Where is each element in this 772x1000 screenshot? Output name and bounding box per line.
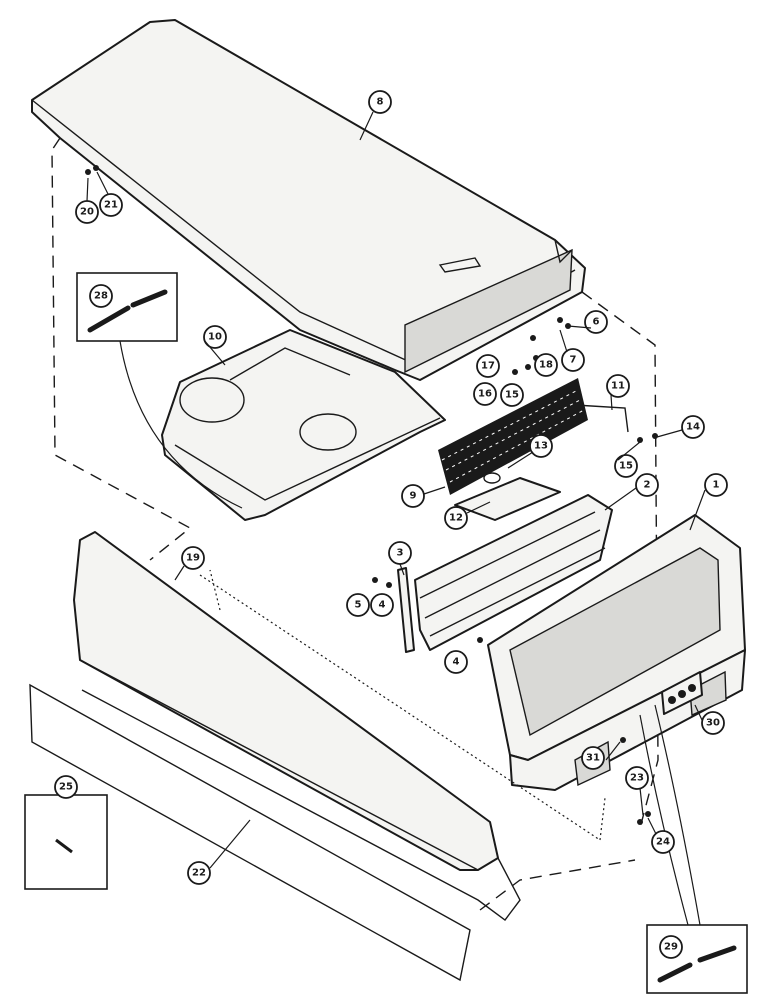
callout-15a: 15 — [500, 383, 524, 407]
callout-28: 28 — [89, 284, 113, 308]
svg-text:15: 15 — [505, 390, 519, 401]
plate-11 — [574, 404, 629, 433]
svg-text:30: 30 — [706, 718, 720, 729]
decal-inset-28 — [76, 272, 243, 509]
svg-text:18: 18 — [539, 360, 553, 371]
svg-text:9: 9 — [410, 491, 417, 502]
inset-25 — [24, 794, 108, 890]
callout-3: 3 — [388, 541, 412, 565]
callout-10: 10 — [203, 325, 227, 349]
callout-30: 30 — [701, 711, 725, 735]
svg-text:17: 17 — [481, 361, 495, 372]
phantom-outline-bottom — [479, 859, 636, 911]
svg-text:11: 11 — [611, 381, 625, 392]
svg-text:23: 23 — [630, 773, 644, 784]
svg-text:7: 7 — [570, 355, 577, 366]
svg-text:20: 20 — [80, 207, 94, 218]
svg-text:6: 6 — [593, 317, 600, 328]
grille-screen — [438, 378, 588, 495]
svg-text:8: 8 — [377, 97, 384, 108]
callout-6: 6 — [584, 310, 608, 334]
svg-text:29: 29 — [664, 942, 678, 953]
callout-20: 20 — [75, 200, 99, 224]
svg-text:2: 2 — [644, 480, 651, 491]
svg-text:12: 12 — [449, 513, 463, 524]
svg-text:13: 13 — [534, 441, 548, 452]
bracket-12 — [454, 472, 561, 521]
callout-18: 18 — [534, 353, 558, 377]
callout-14: 14 — [681, 415, 705, 439]
callout-25: 25 — [54, 775, 78, 799]
svg-text:4: 4 — [453, 657, 460, 668]
hood-top-panel — [31, 19, 586, 381]
lower-panel-strip — [29, 683, 471, 982]
svg-text:21: 21 — [104, 200, 118, 211]
callout-19: 19 — [181, 546, 205, 570]
callout-23: 23 — [625, 766, 649, 790]
callout-1: 1 — [704, 473, 728, 497]
callout-2: 2 — [635, 473, 659, 497]
callout-7: 7 — [561, 348, 585, 372]
callout-29: 29 — [659, 935, 683, 959]
callout-4b: 4 — [444, 650, 468, 674]
callout-22: 22 — [187, 861, 211, 885]
svg-text:25: 25 — [59, 782, 73, 793]
svg-text:5: 5 — [355, 600, 362, 611]
svg-text:31: 31 — [586, 753, 600, 764]
svg-text:3: 3 — [397, 548, 404, 559]
svg-text:14: 14 — [686, 422, 700, 433]
callout-31: 31 — [581, 746, 605, 770]
decal-inset-29 — [639, 704, 748, 994]
svg-text:28: 28 — [94, 291, 108, 302]
callout-5: 5 — [346, 593, 370, 617]
grille-frame — [414, 494, 613, 651]
callout-12: 12 — [444, 506, 468, 530]
hardware-dots — [85, 165, 658, 825]
svg-text:22: 22 — [192, 868, 206, 879]
callout-8: 8 — [368, 90, 392, 114]
callout-21: 21 — [99, 193, 123, 217]
svg-text:24: 24 — [656, 837, 670, 848]
svg-text:1: 1 — [713, 480, 720, 491]
strip-3 — [397, 567, 415, 653]
callout-15b: 15 — [614, 454, 638, 478]
callout-16: 16 — [473, 382, 497, 406]
shroud-upper — [161, 329, 446, 521]
phantom-outline-left — [51, 137, 192, 561]
svg-text:16: 16 — [478, 389, 492, 400]
emblem-30 — [661, 671, 703, 715]
phantom-outline-right — [581, 291, 659, 829]
callout-9: 9 — [401, 484, 425, 508]
svg-text:15: 15 — [619, 461, 633, 472]
callout-17: 17 — [476, 354, 500, 378]
callout-leaders — [86, 111, 706, 869]
callout-13: 13 — [529, 434, 553, 458]
callout-24: 24 — [651, 830, 675, 854]
side-panel — [73, 531, 606, 921]
svg-text:19: 19 — [186, 553, 200, 564]
callout-4a: 4 — [370, 593, 394, 617]
svg-text:10: 10 — [208, 332, 222, 343]
callout-11: 11 — [606, 374, 630, 398]
svg-text:4: 4 — [379, 600, 386, 611]
